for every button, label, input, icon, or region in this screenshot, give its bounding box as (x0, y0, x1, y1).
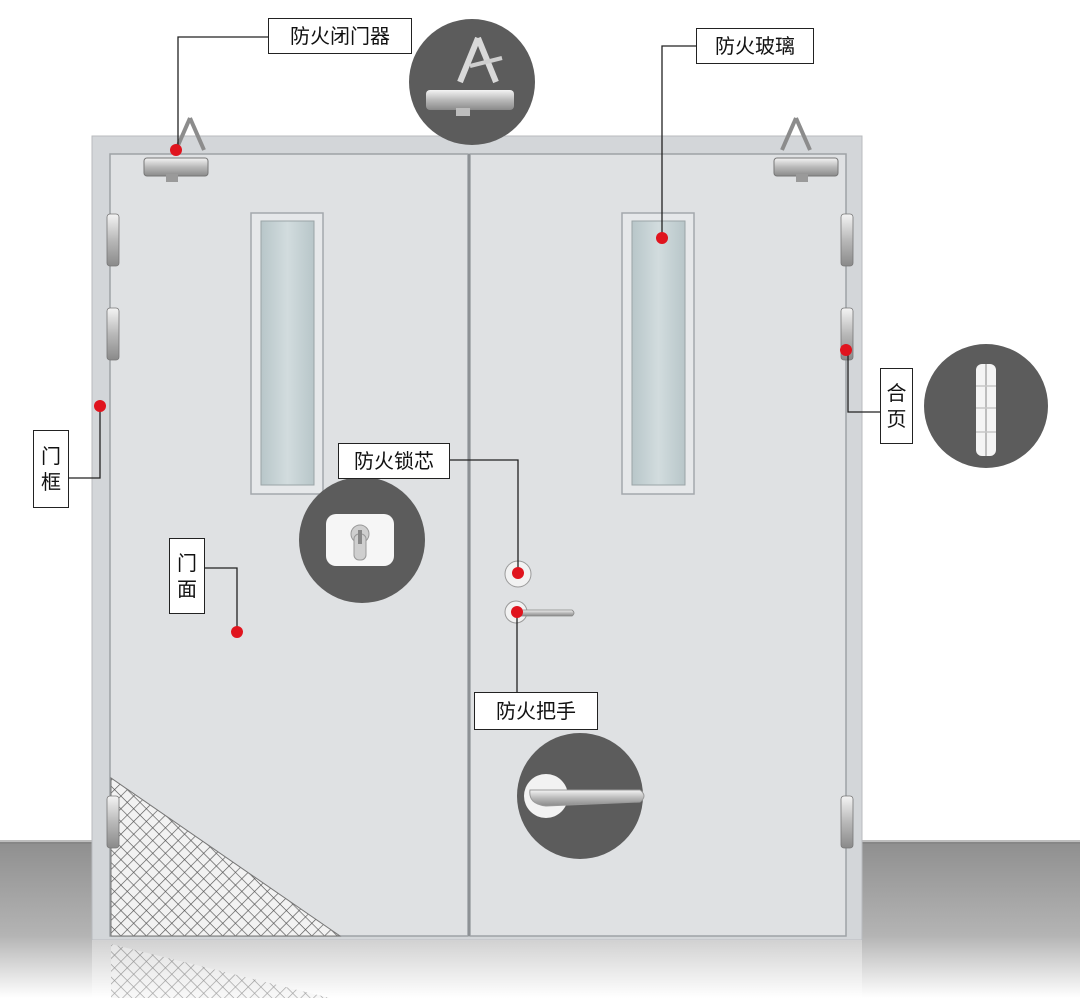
marker-hinge (840, 344, 852, 356)
hinges-left (106, 213, 120, 849)
label-hinge-char-2: 页 (886, 407, 907, 431)
glass-window-left (260, 220, 315, 486)
label-door-frame-char-2: 框 (41, 470, 61, 494)
zoom-hinge (924, 344, 1048, 468)
zoom-handle (517, 733, 645, 859)
label-door-panel-char-1: 门 (177, 551, 197, 575)
leader-lines (68, 36, 880, 692)
marker-lock-cylinder (512, 567, 524, 579)
zoom-door-closer (409, 19, 535, 145)
label-lock-cylinder: 防火锁芯 (338, 443, 450, 479)
label-door-panel-char-2: 面 (177, 577, 197, 601)
marker-handle (511, 606, 523, 618)
markers (94, 144, 852, 638)
glass-window-right (631, 220, 686, 486)
label-door-frame: 门 框 (33, 430, 69, 508)
label-handle: 防火把手 (474, 692, 598, 730)
zoom-lock-cylinder (299, 477, 425, 603)
marker-door-closer (170, 144, 182, 156)
label-hinge: 合 页 (880, 368, 913, 444)
marker-fire-glass (656, 232, 668, 244)
marker-door-frame (94, 400, 106, 412)
label-door-frame-char-1: 门 (41, 444, 61, 468)
label-door-closer: 防火闭门器 (268, 18, 412, 54)
door-closer-left (143, 117, 209, 182)
label-door-panel: 门 面 (169, 538, 205, 614)
label-fire-glass: 防火玻璃 (696, 28, 814, 64)
label-hinge-char-1: 合 (886, 381, 907, 405)
marker-door-panel (231, 626, 243, 638)
door-closer-right (773, 117, 839, 182)
